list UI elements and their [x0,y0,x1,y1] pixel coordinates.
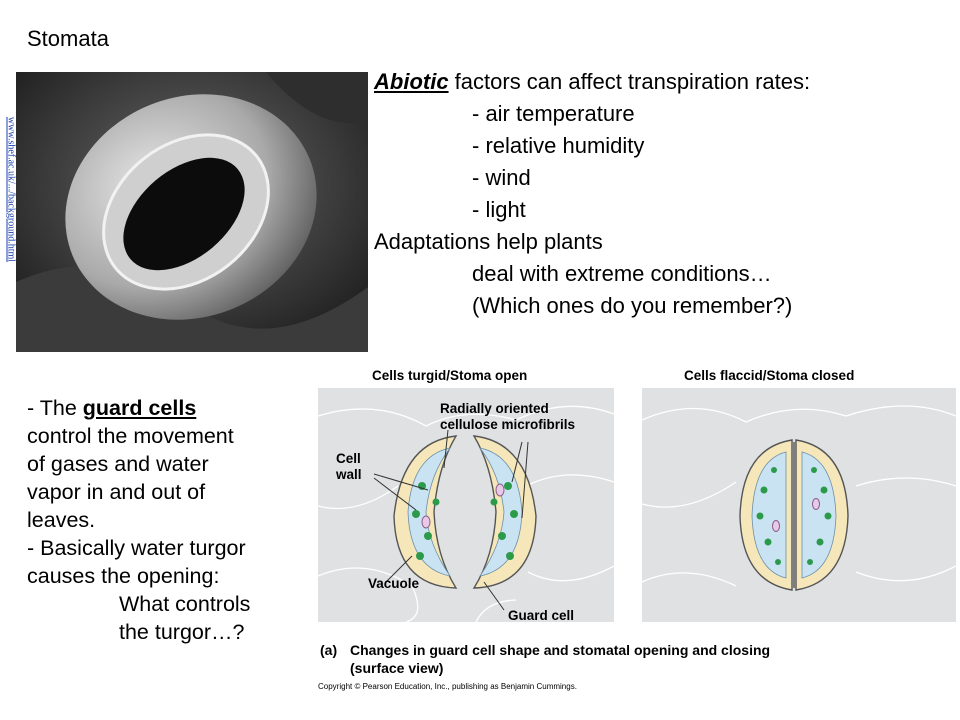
guard-keyword: guard cells [82,396,197,420]
abiotic-keyword: Abiotic [374,69,449,94]
caption-letter: (a) [320,642,338,658]
guard-line-7: causes the opening: [27,564,220,588]
abiotic-heading-rest: factors can affect transpiration rates: [448,69,811,94]
guard-line-6: - Basically water turgor [27,536,246,560]
stoma-micrograph [16,72,368,352]
guard-prefix: - The [27,396,83,420]
abiotic-item-2: - relative humidity [472,133,645,158]
guard-line-8: What controls [119,592,251,616]
caption-line-1: Changes in guard cell shape and stomatal… [350,642,771,658]
abiotic-item-1: - air temperature [472,101,635,126]
label-cell-wall: Cell wall [336,451,362,482]
panel-open-title: Cells turgid/Stoma open [372,368,528,383]
slide-title: Stomata [27,26,109,51]
guard-line-5: leaves. [27,508,96,532]
label-guard-cell: Guard cell [508,608,575,623]
copyright-line: Copyright © Pearson Education, Inc., pub… [318,682,577,691]
adaptations-line-2: deal with extreme conditions… [472,261,772,286]
guard-cell-diagram [317,388,957,623]
adaptations-line-1: Adaptations help plants [374,229,603,254]
abiotic-factors-block: Abiotic factors can affect transpiration… [374,66,810,322]
guard-line-9: the turgor…? [119,620,245,644]
label-vacuole: Vacuole [368,576,420,591]
panel-closed-title: Cells flaccid/Stoma closed [684,368,855,383]
guard-cell-figure: Cells turgid/Stoma open Cells flaccid/St… [316,364,958,694]
label-microfibrils: Radially oriented cellulose microfibrils [440,401,576,432]
guard-line-2: control the movement [27,424,234,448]
abiotic-item-4: - light [472,197,526,222]
photo-source-link-text[interactable]: www.shef.ac.uk/.../background.html [5,116,17,263]
photo-source-link[interactable]: www.shef.ac.uk/.../background.html [4,92,17,288]
abiotic-heading: Abiotic factors can affect transpiration… [374,66,810,98]
guard-line-1: - The guard cells [27,394,307,422]
adaptations-line-3: (Which ones do you remember?) [472,293,793,318]
guard-line-3: of gases and water [27,452,209,476]
guard-line-4: vapor in and out of [27,480,206,504]
caption-line-2: (surface view) [350,660,444,676]
abiotic-item-3: - wind [472,165,531,190]
guard-cells-block: - The guard cells control the movement o… [27,394,307,646]
